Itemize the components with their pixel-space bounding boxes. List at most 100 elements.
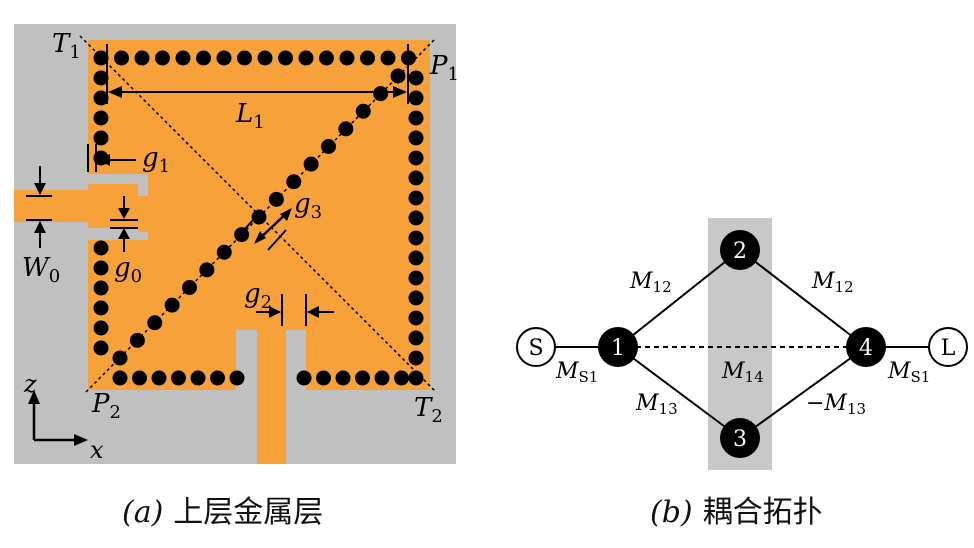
caption-b-tag: (b) [650, 495, 693, 530]
via-right-column [408, 270, 424, 286]
via-diagonal [355, 103, 371, 119]
slot-left-gap-fix [88, 184, 138, 196]
via-top-row [93, 50, 109, 66]
T2-label: T2 [414, 393, 443, 427]
axis-z-label: z [23, 370, 37, 398]
slot-bottom-right [296, 330, 306, 390]
via-left-column [93, 90, 109, 106]
edge-1-3 [617, 346, 741, 439]
via-top-row [380, 50, 396, 66]
MS1-left-label: MS1 [555, 359, 598, 386]
via-bottom-row [151, 370, 167, 386]
via-diagonal [338, 121, 354, 137]
slot-left-gap-fix2 [88, 220, 138, 228]
axis-z-arrow [28, 390, 40, 404]
edge-1-2 [617, 249, 741, 348]
via-top-row [278, 50, 293, 66]
g0-label: g0 [114, 253, 142, 287]
via-diagonal [321, 139, 336, 154]
M12-left-label: M12 [629, 269, 672, 296]
via-left-column [93, 300, 109, 316]
feed-line-bottom [257, 340, 286, 464]
via-diagonal [112, 350, 128, 366]
M13-left-label: M13 [635, 391, 678, 418]
via-right-column [408, 110, 424, 126]
L1-arrow-left [108, 86, 122, 98]
via-diagonal [390, 68, 406, 84]
L1-arrow-right [393, 86, 407, 98]
g3-tick-1 [243, 209, 263, 231]
via-right-column [408, 250, 424, 266]
via-right-column [408, 230, 424, 246]
slot-bottom-top-l [236, 330, 257, 340]
via-right-column [408, 130, 424, 146]
via-bottom-row [132, 370, 147, 386]
via-top-row [216, 50, 232, 66]
via-right-column [408, 350, 424, 366]
g3-arrow-1 [254, 231, 266, 244]
via-diagonal [199, 262, 215, 278]
via-top-row [114, 50, 129, 66]
resonator-node-4 [846, 327, 886, 367]
via-right-column [408, 290, 424, 306]
panel-a-layout: L1 g1 W0 g0 g2 [14, 24, 459, 464]
W0-arrow-top [34, 183, 46, 195]
g0-arrow-top [118, 208, 130, 219]
source-label: S [528, 336, 543, 361]
resonator-node-1 [598, 327, 638, 367]
g3-label: g3 [294, 189, 322, 223]
via-top-row [360, 50, 375, 66]
via-top-row [237, 50, 252, 66]
g2-arrow-right [307, 306, 319, 318]
via-top-row [175, 50, 191, 66]
via-bottom-row [374, 370, 390, 386]
g3-tick-2 [267, 229, 287, 251]
via-bottom-row [190, 370, 206, 386]
via-diagonal [373, 86, 389, 102]
resonator-2-label: 2 [733, 239, 747, 264]
via-left-column [93, 110, 109, 126]
via-left-column [93, 70, 109, 86]
M14-label: M14 [721, 359, 764, 386]
via-right-column [408, 70, 424, 86]
slot-bottom-top-r [286, 330, 306, 340]
via-top-row [339, 50, 355, 66]
slot-left-upper [88, 174, 148, 196]
via-left-column [93, 340, 109, 356]
via-left-column [93, 280, 109, 296]
L1-label: L1 [235, 99, 265, 133]
T1-label: T1 [52, 29, 81, 63]
via-bottom-row [210, 370, 225, 386]
via-right-column [408, 310, 424, 326]
W0-arrow-bottom [34, 221, 46, 233]
P1-label: P1 [429, 51, 459, 85]
via-right-column [408, 170, 424, 186]
via-left-column [93, 320, 109, 336]
via-right-column [408, 190, 424, 206]
caption-a-text: 上层金属层 [173, 495, 323, 530]
load-label: L [941, 336, 956, 361]
via-top-row [196, 50, 211, 66]
via-diagonal [182, 280, 197, 295]
g0-arrow-bottom [118, 228, 130, 239]
MS1-right-label: MS1 [887, 359, 930, 386]
caption-b: (b)耦合拓扑 [650, 495, 823, 530]
resonator-4-label: 4 [859, 336, 873, 361]
via-bottom-row [316, 370, 331, 386]
via-bottom-row [229, 370, 245, 386]
via-left-column [93, 240, 109, 256]
g1-arrow [98, 154, 110, 166]
via-bottom-row [112, 370, 128, 386]
axis-x-label: x [90, 436, 104, 464]
W0-label: W0 [22, 253, 60, 287]
metal-patch-main [88, 40, 430, 464]
via-right-column [408, 370, 424, 386]
via-left-column [93, 130, 109, 146]
via-top-row [257, 50, 273, 66]
via-bottom-row [394, 370, 409, 386]
via-left-column [93, 260, 109, 276]
via-diagonal [303, 156, 319, 172]
resonator-node-2 [720, 230, 760, 270]
axis-x-arrow [74, 434, 88, 446]
